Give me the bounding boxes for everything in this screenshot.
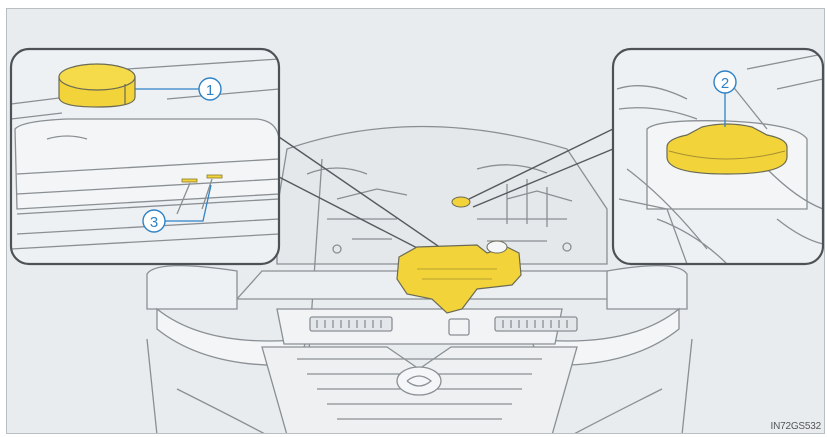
reservoir-inset <box>11 49 279 264</box>
diagram-canvas: 1 2 3 <box>7 9 825 434</box>
reservoir-cap-icon <box>59 64 135 107</box>
callout-number-2: 2 <box>721 75 729 92</box>
image-code: IN72GS532 <box>771 421 821 432</box>
engine-compartment-diagram: 1 2 3 IN72GS532 <box>6 8 825 434</box>
callout-number-3: 3 <box>150 214 158 231</box>
callout-number-1: 1 <box>206 82 214 99</box>
radiator-cap-highlight <box>452 197 470 207</box>
coolant-reservoir-highlight <box>397 241 521 313</box>
